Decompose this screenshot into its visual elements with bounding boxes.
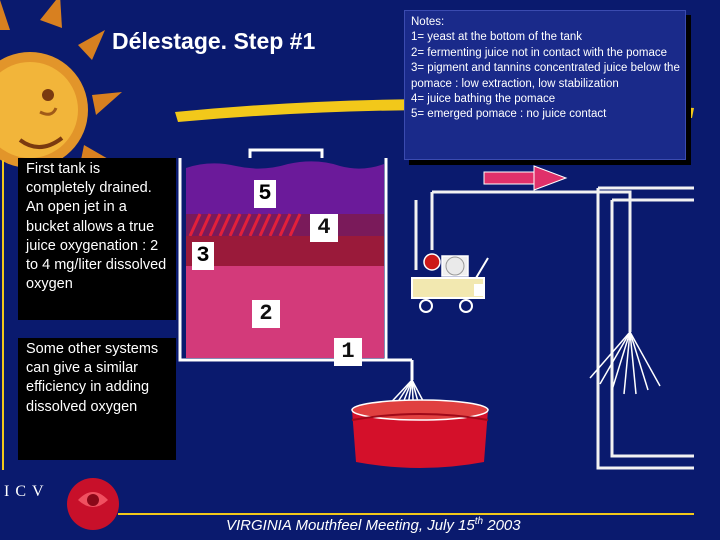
note-item: 5= emerged pomace : no juice contact: [411, 108, 607, 121]
pump-cart: [411, 253, 489, 313]
slide-title: Délestage. Step #1: [112, 28, 316, 54]
tank-spray: [589, 331, 661, 395]
note-item: 1= yeast at the bottom of the tank: [411, 31, 583, 44]
drain-explanation: First tank is completely drained. An ope…: [18, 158, 176, 320]
bucket: [351, 399, 489, 468]
icv-logo: ICV: [4, 483, 50, 500]
note-item: 2= fermenting juice not in contact with …: [411, 46, 668, 59]
sun-icon: [0, 0, 122, 168]
footer-year: 2003: [483, 517, 521, 534]
notes-heading: Notes:: [411, 16, 445, 28]
transfer-arrow: [483, 165, 568, 191]
rose-logo: [67, 478, 119, 530]
alternative-systems-note: Some other systems can give a similar ef…: [18, 338, 176, 460]
footer: VIRGINIA Mouthfeel Meeting, July 15th 20…: [226, 516, 521, 534]
note-item: 4= juice bathing the pomace: [411, 93, 556, 106]
layer-label-2: 2: [252, 300, 280, 328]
layer-label-3: 3: [192, 242, 214, 270]
layer-label-1: 1: [334, 338, 362, 366]
layer-label-4: 4: [310, 214, 338, 242]
note-item: 3= pigment and tannins concentrated juic…: [411, 62, 680, 90]
layer-label-5: 5: [254, 180, 276, 208]
second-tank: [414, 186, 694, 470]
footer-text: VIRGINIA Mouthfeel Meeting, July 15: [226, 517, 475, 534]
notes-box: Notes: 1= yeast at the bottom of the tan…: [404, 10, 686, 160]
footer-superscript: th: [474, 516, 484, 527]
